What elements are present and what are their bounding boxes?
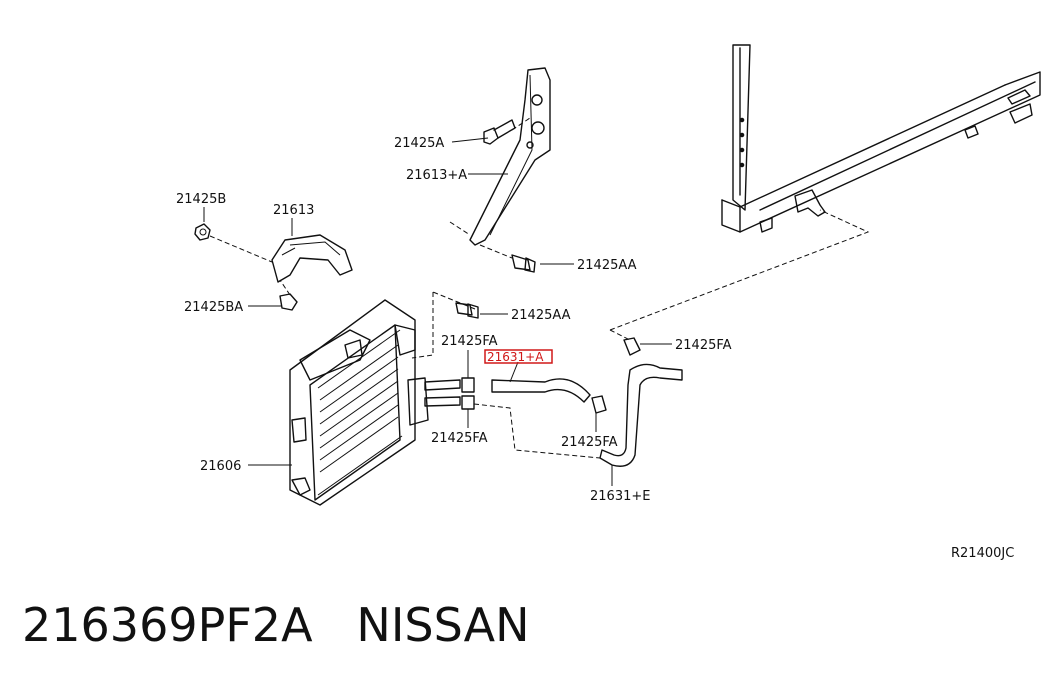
label-21613a: 21613+A [406, 168, 467, 183]
label-21425aa-top: 21425AA [577, 258, 637, 273]
clamp-upper [461, 377, 475, 393]
hose-21631e [599, 363, 683, 467]
nut-21425b [194, 223, 211, 241]
label-21425fa-right: 21425FA [675, 338, 732, 353]
label-21425fa-upper: 21425FA [441, 334, 498, 349]
label-21425b: 21425B [176, 192, 226, 207]
bracket-21613a [469, 67, 551, 246]
label-21425ba: 21425BA [184, 300, 243, 315]
clip-21425ba [279, 293, 298, 311]
dashed-lines [209, 117, 870, 459]
bolt-21425aa-top [511, 254, 536, 273]
radiator [721, 44, 1041, 233]
hose-21631a [491, 378, 591, 403]
bolt-21425aa-mid [455, 302, 479, 319]
bolt-21425a [483, 119, 516, 145]
highlight-box [484, 349, 553, 364]
leader-lines [203, 137, 672, 486]
cooler-pipes [424, 379, 461, 407]
cover-21613 [271, 234, 353, 283]
label-21425a: 21425A [394, 136, 444, 151]
clamp-right [591, 395, 607, 414]
cooler-21606 [289, 299, 429, 506]
label-21606: 21606 [200, 459, 241, 474]
footer-caption: 216369PF2A NISSAN [22, 598, 530, 652]
label-21425aa-mid: 21425AA [511, 308, 571, 323]
label-21631e: 21631+E [590, 489, 650, 504]
label-21425fa-lower: 21425FA [431, 431, 488, 446]
clamp-lower [461, 395, 475, 410]
label-21613: 21613 [273, 203, 314, 218]
part-number: 216369PF2A [22, 598, 313, 652]
clamp-mid [623, 337, 641, 356]
diagram-code: R21400JC [951, 546, 1014, 561]
brand-name: NISSAN [356, 598, 530, 652]
label-21631a: 21631+A [487, 350, 544, 364]
label-21425fa-mid: 21425FA [561, 435, 618, 450]
